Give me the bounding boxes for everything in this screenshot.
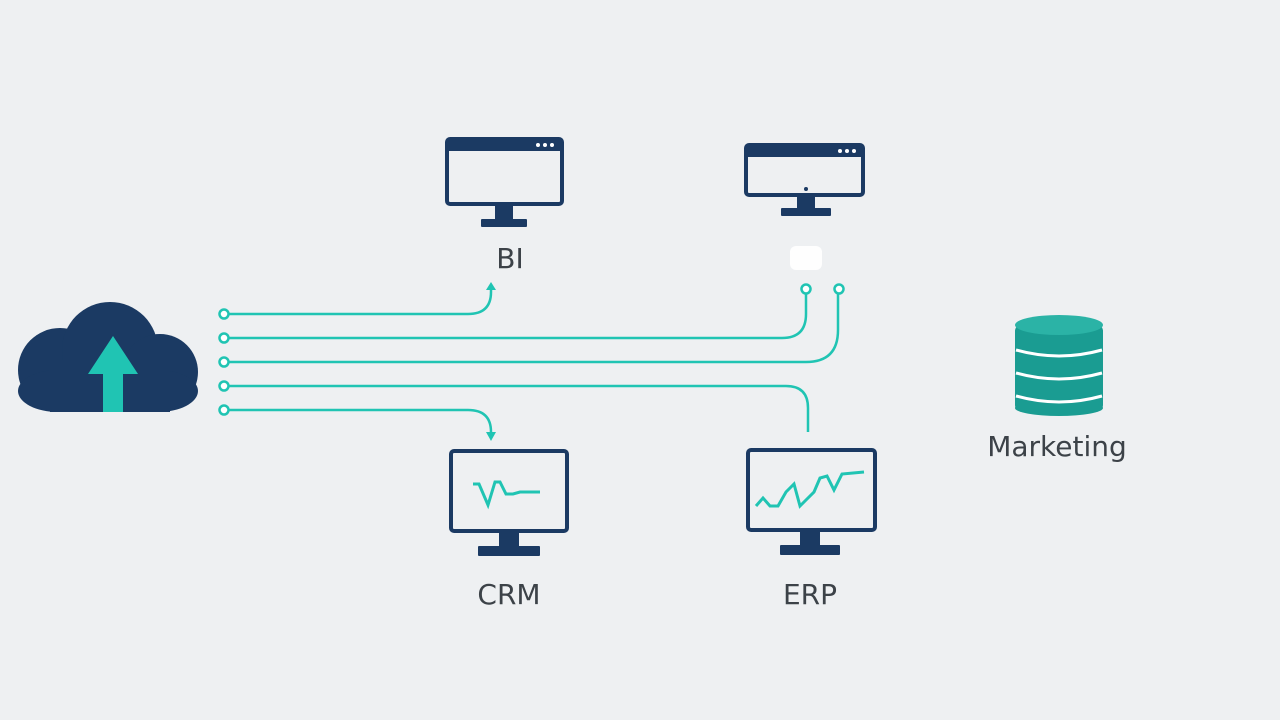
connector-to-top-right-a	[224, 290, 808, 340]
connector-to-crm	[224, 408, 493, 434]
chart-line-icon	[473, 480, 540, 510]
crm-label: CRM	[477, 578, 540, 611]
chart-line-icon	[754, 470, 865, 509]
monitor-chart-icon	[449, 449, 569, 556]
target-port	[800, 283, 812, 295]
marketing-label: Marketing	[987, 430, 1127, 463]
monitor-chart-icon	[746, 448, 877, 555]
connector-to-erp	[224, 384, 810, 432]
source-port	[218, 308, 230, 320]
source-port	[218, 404, 230, 416]
database-icon	[1015, 315, 1103, 416]
arrowhead-bi	[486, 282, 496, 290]
source-port	[218, 356, 230, 368]
top-right-label-placeholder	[790, 246, 822, 270]
arrowhead-crm	[486, 432, 496, 441]
source-port	[218, 332, 230, 344]
connector-to-bi	[224, 288, 493, 316]
monitor-icon	[445, 137, 564, 227]
target-port	[833, 283, 845, 295]
connectors	[218, 282, 845, 441]
connector-to-top-right-b	[224, 290, 840, 364]
monitor-icon	[744, 143, 865, 216]
bi-label: BI	[496, 242, 523, 275]
erp-label: ERP	[783, 578, 837, 611]
source-port	[218, 380, 230, 392]
cloud-upload-icon	[18, 302, 198, 412]
